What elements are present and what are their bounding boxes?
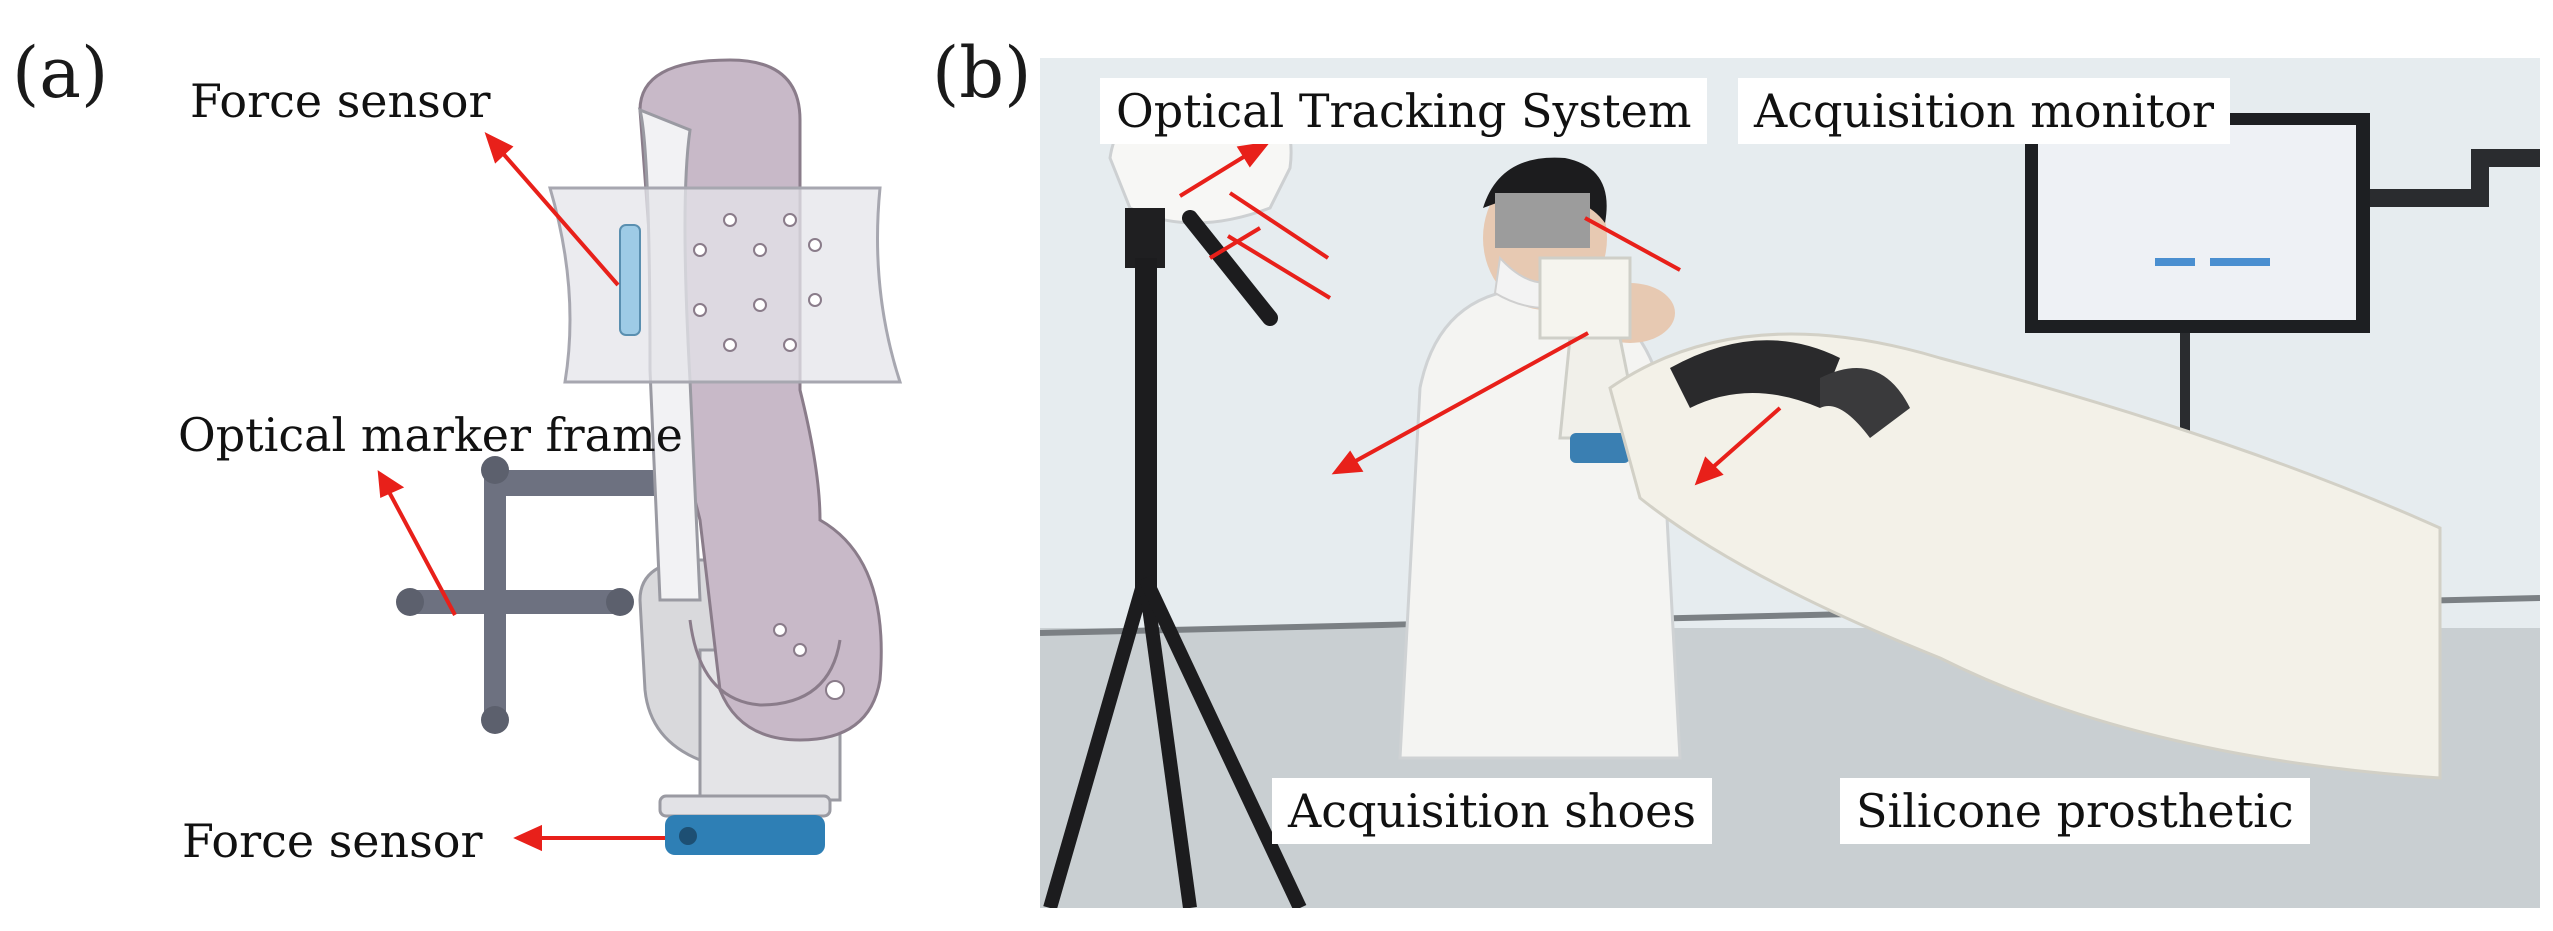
panel-a-arrows [377, 132, 665, 852]
panel-b-letter: (b) [932, 32, 1032, 114]
label-optical-marker-frame: Optical marker frame [178, 408, 683, 462]
label-optical-tracking-system: Optical Tracking System [1100, 78, 1708, 144]
label-force-sensor-bottom: Force sensor [182, 814, 483, 868]
lab-photo [1040, 58, 2540, 908]
cad-bottom-force-sensor [658, 794, 832, 855]
panel-b-arrows [1178, 141, 1782, 486]
label-acquisition-monitor: Acquisition monitor [1738, 78, 2231, 144]
cad-render [0, 0, 1000, 931]
cad-transparent-cuff [547, 186, 903, 384]
photo-monitor [2025, 113, 2540, 633]
photo-shoe-assembly [1538, 256, 2442, 780]
label-acquisition-shoes: Acquisition shoes [1272, 778, 1712, 844]
label-silicone-prosthetic: Silicone prosthetic [1840, 778, 2310, 844]
label-force-sensor-top: Force sensor [190, 74, 491, 128]
panel-a-letter: (a) [12, 32, 109, 114]
optical-marker-frame-shape [396, 456, 670, 734]
